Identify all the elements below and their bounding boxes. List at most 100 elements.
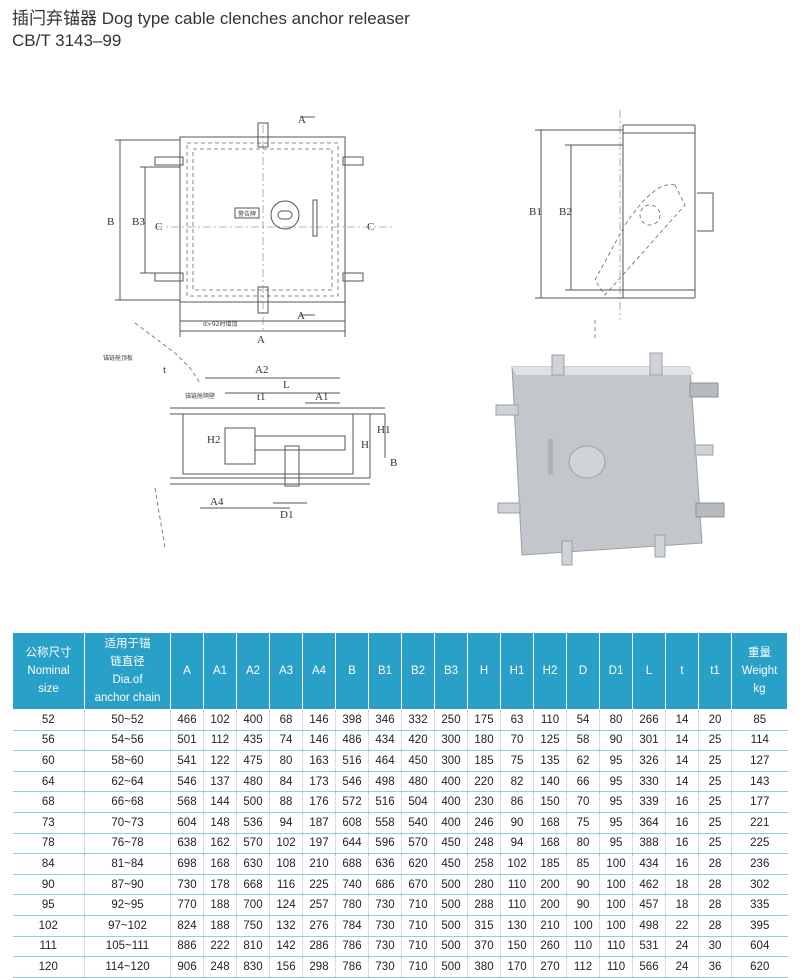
table-cell: 558 [368,812,402,834]
table-cell: 177 [731,791,788,813]
table-cell: 246 [467,812,501,834]
table-cell: 74 [269,730,303,752]
table-cell: 346 [368,709,402,731]
table-cell: 162 [203,833,237,855]
table-cell: 36 [698,956,732,978]
table-cell: 464 [368,750,402,772]
table-cell: 178 [203,874,237,896]
table-cell: 504 [401,791,435,813]
table-cell: 14 [665,771,699,793]
column-header: B [335,632,369,710]
table-cell: 568 [170,791,204,813]
table-cell: 142 [269,936,303,958]
column-header-line: A4 [311,665,327,677]
table-cell: 24 [665,956,699,978]
column-header-line: A2 [245,665,261,677]
table-cell: 258 [467,853,501,875]
section-C-left-label: C [155,221,162,233]
column-header-line: A [183,665,191,677]
table-cell: 92~95 [84,894,171,916]
table-cell: 66 [566,771,600,793]
column-header-line: kg [753,683,766,695]
table-cell: 420 [401,730,435,752]
table-cell: 486 [335,730,369,752]
table-cell: 87~90 [84,874,171,896]
table-cell: 500 [434,915,468,937]
table-cell: 315 [467,915,501,937]
dim-B1-label: B1 [529,206,542,218]
table-cell: 80 [566,833,600,855]
table-cell: 88 [269,791,303,813]
table-cell: 280 [467,874,501,896]
table-cell: 130 [500,915,534,937]
table-cell: 90 [500,812,534,834]
table-cell: 95 [12,894,85,916]
table-cell: 82 [500,771,534,793]
table-cell: 124 [269,894,303,916]
table-cell: 257 [302,894,336,916]
table-cell: 220 [467,771,501,793]
table-cell: 100 [599,853,633,875]
product-render [490,345,735,575]
table-cell: 260 [533,936,567,958]
column-header: L [632,632,666,710]
table-cell: 200 [533,894,567,916]
table-cell: 90 [566,894,600,916]
table-cell: 18 [665,894,699,916]
table-cell: 144 [203,791,237,813]
table-cell: 400 [434,812,468,834]
table-cell: 114~120 [84,956,171,978]
table-cell: 25 [698,730,732,752]
table-cell: 620 [401,853,435,875]
column-header: B2 [401,632,435,710]
table-cell: 536 [236,812,270,834]
column-header-line: size [38,683,59,695]
table-cell: 500 [434,956,468,978]
table-cell: 70 [566,791,600,813]
table-cell: 148 [203,812,237,834]
table-cell: 95 [599,750,633,772]
column-header-line: anchor chain [94,692,161,704]
table-cell: 56 [12,730,85,752]
table-cell: 501 [170,730,204,752]
table-cell: 710 [401,915,435,937]
dim-A-label: A [257,334,265,345]
header: 插闩弃锚器 Dog type cable clenches anchor rel… [12,8,410,52]
table-cell: 540 [401,812,435,834]
table-cell: 84 [269,771,303,793]
table-cell: 175 [467,709,501,731]
table-cell: 250 [434,709,468,731]
table-cell: 636 [368,853,402,875]
column-header: H1 [500,632,534,710]
table-cell: 686 [368,874,402,896]
table-cell: 248 [467,833,501,855]
table-cell: 14 [665,750,699,772]
table-cell: 248 [203,956,237,978]
table-cell: 68 [269,709,303,731]
dim-H1-label: H1 [377,424,390,436]
table-cell: 710 [401,956,435,978]
table-cell: 300 [434,730,468,752]
column-header: B1 [368,632,402,710]
table-cell: 710 [401,936,435,958]
table-cell: 90 [566,874,600,896]
table-cell: 400 [434,791,468,813]
table-cell: 335 [731,894,788,916]
standard-number: CB/T 3143–99 [12,31,122,50]
table-cell: 163 [302,750,336,772]
table-cell: 54 [566,709,600,731]
plan-view-drawing: B B3 A A A C C 警告牌 d>92时增加 [95,105,395,345]
column-header-line: L [645,665,653,677]
table-cell: 570 [401,833,435,855]
table-cell: 710 [401,894,435,916]
table-cell: 110 [599,936,633,958]
dim-t1-label: t1 [257,391,266,403]
dim-H2-label: H2 [207,434,220,446]
